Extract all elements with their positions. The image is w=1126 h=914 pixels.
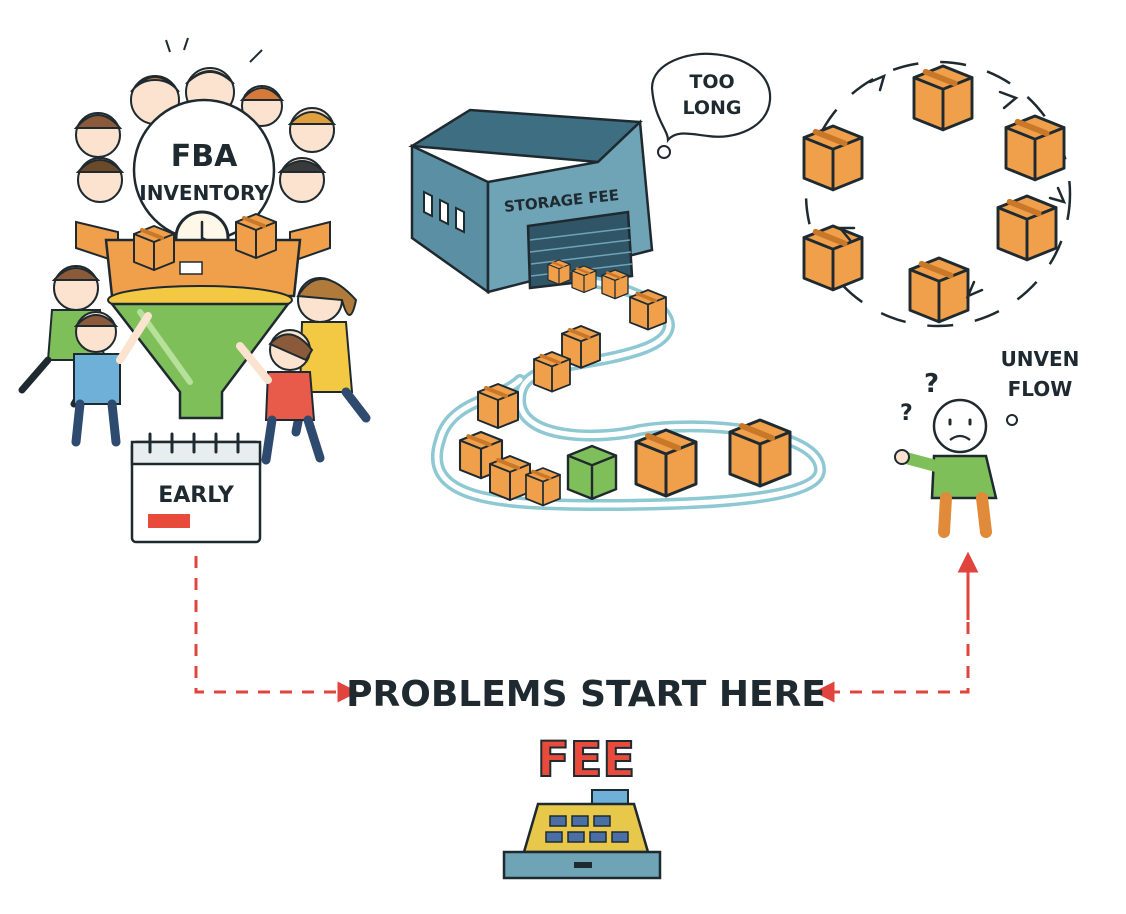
cycle-box-bottom	[910, 258, 968, 322]
cycle-box-top	[914, 66, 972, 130]
problem-arrows	[196, 556, 968, 692]
badge-line2: INVENTORY	[139, 181, 269, 205]
cycle-box-upper-left	[804, 126, 862, 190]
person-thought-line1: UNVEN	[1001, 347, 1080, 371]
question-mark-icon-2: ?	[900, 401, 913, 426]
confused-person-group: UNVEN FLOW ? ?	[895, 347, 1079, 532]
cycle-box-upper-right	[1006, 116, 1064, 180]
calendar-label: EARLY	[158, 483, 235, 508]
thought-bubble-unven-flow: UNVEN FLOW	[1001, 347, 1080, 425]
question-mark-icon: ?	[924, 369, 939, 399]
cycle-box-lower-left	[804, 226, 862, 290]
cycle-box-lower-right	[998, 196, 1056, 260]
cash-register-icon	[504, 790, 660, 878]
calendar-icon: EARLY	[132, 434, 260, 542]
person-thought-line2: FLOW	[1008, 377, 1073, 401]
thought-bubble-too-long: TOO LONG	[652, 54, 770, 158]
thought-line2: LONG	[682, 97, 741, 119]
fee-register-group: FEE	[504, 732, 660, 878]
thought-line1: TOO	[689, 71, 734, 93]
badge-line1: FBA	[171, 139, 238, 174]
fba-funnel-group: FBA INVENTORY	[22, 38, 366, 542]
warehouse-icon: STORAGE FEE	[412, 110, 652, 292]
box-cycle-group	[804, 62, 1070, 326]
fee-label: FEE	[537, 732, 635, 788]
warehouse-group: STORAGE FEE TOO LONG	[412, 54, 820, 506]
funnel-icon	[108, 286, 292, 418]
problems-caption: PROBLEMS START HERE	[346, 674, 826, 715]
